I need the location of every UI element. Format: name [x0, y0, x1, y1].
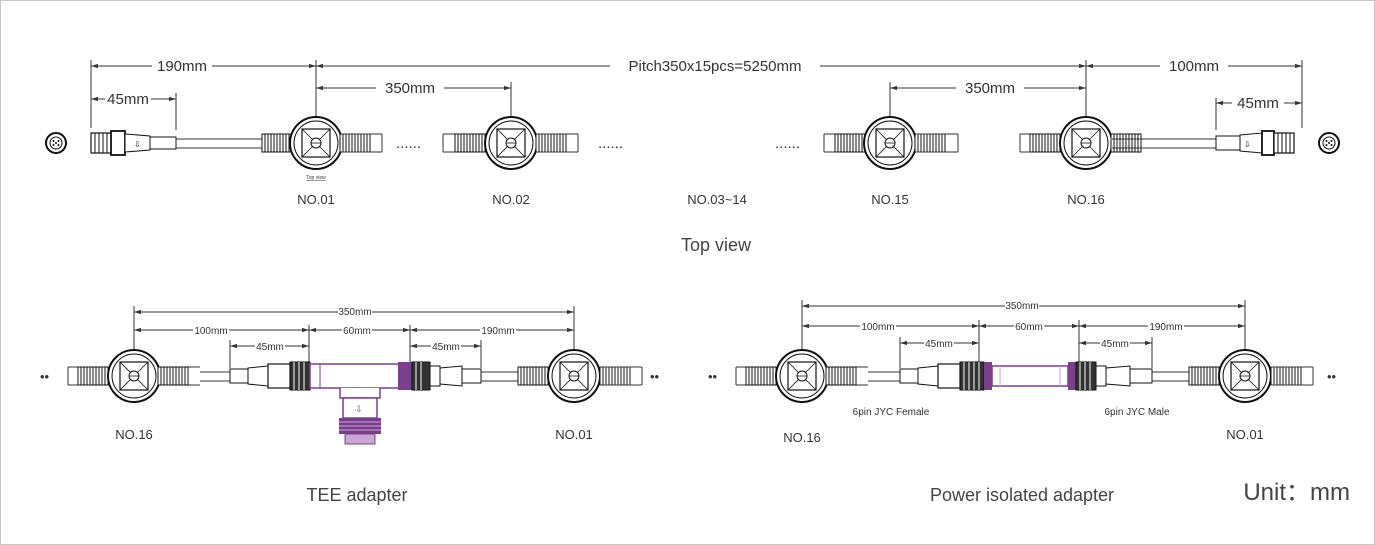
dots-3: ......	[775, 135, 800, 152]
svg-text:⇩: ⇩	[1244, 140, 1251, 149]
dim-pitch: Pitch350x15pcs=5250mm	[628, 58, 801, 75]
tee-dots-left: ••	[40, 369, 50, 384]
caption-power-isolated-adapter: Power isolated adapter	[930, 485, 1114, 505]
dim-190mm: 190mm	[157, 58, 207, 75]
tee-adapter-section: 350mm 100mm 60mm 190mm 45mm 45mm ••	[40, 305, 660, 505]
iso-male-label: 6pin JYC Male	[1104, 407, 1169, 418]
tee-dim-45mm-a: 45mm	[256, 342, 284, 353]
dots-1: ......	[396, 135, 421, 152]
iso-right-plug	[1075, 361, 1153, 391]
top-view-section: 190mm Pitch350x15pcs=5250mm 100mm 45mm 3…	[45, 57, 1340, 255]
dim-45mm-right: 45mm	[1237, 95, 1279, 112]
power-isolated-section: 350mm 100mm 60mm 190mm 45mm 45mm ••	[708, 299, 1337, 505]
iso-female-label: 6pin JYC Female	[853, 407, 930, 418]
node-label-01: NO.01	[297, 192, 335, 207]
tee-dim-45mm-b: 45mm	[432, 342, 460, 353]
dim-45mm-left: 45mm	[107, 91, 149, 108]
iso-adapter-body	[984, 362, 1076, 390]
top-view-mini-label: Top view	[306, 175, 326, 181]
iso-dots-left: ••	[708, 369, 718, 384]
iso-left-plug	[899, 361, 985, 391]
iso-node-16: NO.16	[783, 430, 821, 445]
iso-dots-right: ••	[1327, 369, 1337, 384]
svg-text:⇩: ⇩	[355, 404, 363, 414]
tee-dim-190mm: 190mm	[481, 326, 514, 337]
tee-node-01: NO.01	[555, 427, 593, 442]
node-label-02: NO.02	[492, 192, 530, 207]
tee-left-plug	[229, 361, 311, 391]
caption-top-view: Top view	[681, 235, 752, 255]
node-label-15: NO.15	[871, 192, 909, 207]
dots-2: ......	[598, 135, 623, 152]
iso-dim-350mm: 350mm	[1005, 301, 1038, 312]
tee-dots-right: ••	[650, 369, 660, 384]
iso-dim-60mm: 60mm	[1015, 322, 1043, 333]
node-label-16: NO.16	[1067, 192, 1105, 207]
svg-text:⇩: ⇩	[134, 140, 141, 149]
left-end-plug: ⇩	[90, 130, 177, 156]
tee-adapter-body: ⇩	[309, 362, 412, 445]
iso-dim-100mm: 100mm	[861, 322, 894, 333]
dim-350mm-right: 350mm	[965, 80, 1015, 97]
iso-node-01: NO.01	[1226, 427, 1264, 442]
iso-dim-45mm-a: 45mm	[925, 339, 953, 350]
right-end-plug: ⇩	[1215, 130, 1295, 156]
tee-node-16: NO.16	[115, 427, 153, 442]
dim-350mm-left: 350mm	[385, 80, 435, 97]
tee-dim-100mm: 100mm	[194, 326, 227, 337]
node-label-03-14: NO.03~14	[687, 192, 747, 207]
iso-dim-45mm-b: 45mm	[1101, 339, 1129, 350]
dim-100mm: 100mm	[1169, 58, 1219, 75]
unit-label: Unit：mm	[1243, 479, 1350, 506]
tee-dim-60mm: 60mm	[343, 326, 371, 337]
iso-dim-190mm: 190mm	[1149, 322, 1182, 333]
tee-right-plug	[411, 361, 482, 391]
caption-tee-adapter: TEE adapter	[306, 485, 407, 505]
tee-dim-350mm: 350mm	[338, 307, 371, 318]
